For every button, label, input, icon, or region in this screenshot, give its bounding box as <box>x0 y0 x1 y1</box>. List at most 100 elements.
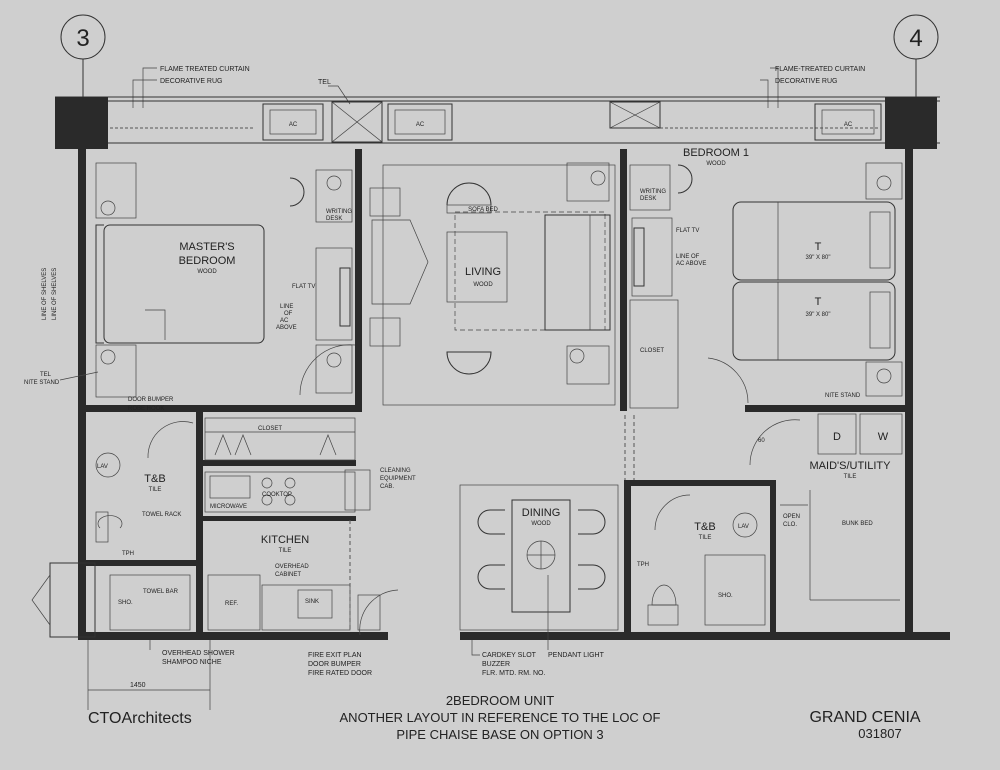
pipe-chase <box>331 101 383 143</box>
maids-utility: D W MAID'S/UTILITY TILE OPEN CLO. BUNK B… <box>749 413 903 601</box>
svg-text:CAB.: CAB. <box>380 484 394 490</box>
svg-text:ABOVE: ABOVE <box>276 325 297 331</box>
walls <box>78 149 950 640</box>
svg-text:OF: OF <box>284 311 293 317</box>
svg-text:W: W <box>878 431 889 443</box>
label-line-shelves-1: LINE OF SHELVES <box>42 268 48 320</box>
svg-text:SHO.: SHO. <box>718 593 733 599</box>
drawing-code: 031807 <box>858 726 901 741</box>
svg-text:REF.: REF. <box>225 601 238 607</box>
svg-text:DOOR BUMPER: DOOR BUMPER <box>128 397 174 403</box>
grid-label-right: 4 <box>909 25 922 52</box>
ac-unit-1: AC <box>262 103 324 141</box>
dining-area: DINING WOOD <box>459 484 619 650</box>
room-tb-left: T&B <box>144 473 165 485</box>
room-tb-left-sub: TILE <box>149 487 162 493</box>
svg-text:NITE STAND: NITE STAND <box>825 393 861 399</box>
label-rug-right: DECORATIVE RUG <box>775 78 838 85</box>
svg-text:TOWEL BAR: TOWEL BAR <box>143 589 179 595</box>
svg-text:CABINET: CABINET <box>275 572 301 578</box>
svg-text:FLAT TV: FLAT TV <box>292 284 315 290</box>
svg-text:SINK: SINK <box>305 599 319 605</box>
svg-text:TOWEL RACK: TOWEL RACK <box>142 512 181 518</box>
grid-marker-right: 4 <box>893 14 939 98</box>
svg-text:AC: AC <box>289 122 298 128</box>
master-bedroom: MASTER'S BEDROOM WOOD WRITING DESK FLAT … <box>24 162 356 398</box>
room-master-sub: WOOD <box>197 269 217 275</box>
drawing-title-2: ANOTHER LAYOUT IN REFERENCE TO THE LOC O… <box>340 710 661 725</box>
svg-text:AC ABOVE: AC ABOVE <box>676 261 706 267</box>
svg-text:OVERHEAD: OVERHEAD <box>275 564 309 570</box>
svg-text:TEL: TEL <box>40 372 52 378</box>
svg-text:AC: AC <box>280 318 289 324</box>
svg-text:TPH: TPH <box>122 551 134 557</box>
svg-text:39" X 80": 39" X 80" <box>806 255 831 261</box>
room-living: LIVING <box>465 266 501 278</box>
grid-label-left: 3 <box>76 25 89 52</box>
svg-text:DOOR BUMPER: DOOR BUMPER <box>308 661 361 668</box>
room-maids: MAID'S/UTILITY <box>810 460 892 472</box>
room-tb-right: T&B <box>694 521 715 533</box>
project-name: GRAND CENIA <box>809 709 920 726</box>
svg-text:WRITING: WRITING <box>326 209 352 215</box>
label-rug-left: DECORATIVE RUG <box>160 78 223 85</box>
room-master-1: MASTER'S <box>179 241 234 253</box>
living-room: SOFA BED LIVING WOOD <box>369 162 616 406</box>
svg-text:FIRE EXIT PLAN: FIRE EXIT PLAN <box>308 652 362 659</box>
svg-text:AC: AC <box>416 122 425 128</box>
svg-text:T: T <box>815 241 822 253</box>
svg-text:DESK: DESK <box>326 216 342 222</box>
room-tb-right-sub: TILE <box>699 535 712 541</box>
svg-text:ROBE HOOK: ROBE HOOK <box>128 406 164 412</box>
closet-left: CLOSET DOOR BUMPER ROBE HOOK <box>128 397 356 461</box>
svg-text:CLEANING: CLEANING <box>380 468 411 474</box>
bottom-annotations: OVERHEAD SHOWER SHAMPOO NICHE FIRE EXIT … <box>149 640 605 677</box>
svg-text:LAV: LAV <box>97 464 108 470</box>
window-band <box>55 96 940 144</box>
svg-text:EQUIPMENT: EQUIPMENT <box>380 476 416 482</box>
top-annotations: FLAME TREATED CURTAIN DECORATIVE RUG FLA… <box>132 66 865 108</box>
svg-text:SHO.: SHO. <box>118 600 133 606</box>
ac-unit-3: AC <box>814 103 882 141</box>
dimension-1450: 1450 <box>130 682 146 689</box>
svg-text:DESK: DESK <box>640 196 656 202</box>
room-dining-sub: WOOD <box>531 521 551 527</box>
label-flame-left: FLAME TREATED CURTAIN <box>160 66 250 73</box>
label-tel-top: TEL <box>318 79 331 86</box>
svg-text:PENDANT LIGHT: PENDANT LIGHT <box>548 652 605 659</box>
label-flame-right: FLAME-TREATED CURTAIN <box>775 66 865 73</box>
svg-text:CLO.: CLO. <box>783 522 797 528</box>
svg-text:CLOSET: CLOSET <box>640 348 664 354</box>
svg-text:CLOSET: CLOSET <box>258 426 282 432</box>
room-bedroom-1-sub: WOOD <box>706 161 726 167</box>
drawing-title-1: 2BEDROOM UNIT <box>446 693 554 708</box>
svg-text:T: T <box>815 296 822 308</box>
ac-unit-2: AC <box>387 103 453 141</box>
room-kitchen: KITCHEN <box>261 534 309 546</box>
svg-text:BUNK BED: BUNK BED <box>842 521 873 527</box>
firm-name: CTOArchitects <box>88 710 192 727</box>
room-dining: DINING <box>522 507 561 519</box>
svg-text:FLAT TV: FLAT TV <box>676 228 699 234</box>
svg-text:LAV: LAV <box>738 524 749 530</box>
column-right <box>885 97 937 149</box>
svg-text:SHAMPOO NICHE: SHAMPOO NICHE <box>162 659 222 666</box>
svg-text:COOKTOP: COOKTOP <box>262 492 292 498</box>
svg-text:D: D <box>833 431 841 443</box>
svg-text:60: 60 <box>758 438 765 444</box>
svg-text:WRITING: WRITING <box>640 189 666 195</box>
room-kitchen-sub: TILE <box>279 548 292 554</box>
svg-text:MICROWAVE: MICROWAVE <box>210 504 247 510</box>
svg-text:AC: AC <box>844 122 853 128</box>
room-living-sub: WOOD <box>473 282 493 288</box>
svg-text:FIRE RATED DOOR: FIRE RATED DOOR <box>308 670 372 677</box>
svg-text:OPEN: OPEN <box>783 514 800 520</box>
title-block: CTOArchitects 2BEDROOM UNIT ANOTHER LAYO… <box>88 693 921 742</box>
label-sofa-bed: SOFA BED <box>468 207 498 213</box>
bedroom-1: BEDROOM 1 WOOD WRITING DESK FLAT TV LINE… <box>629 147 903 409</box>
svg-text:TPH: TPH <box>637 562 649 568</box>
svg-text:FLR. MTD. RM. NO.: FLR. MTD. RM. NO. <box>482 670 545 677</box>
svg-text:OVERHEAD SHOWER: OVERHEAD SHOWER <box>162 650 235 657</box>
svg-text:39" X 80": 39" X 80" <box>806 312 831 318</box>
